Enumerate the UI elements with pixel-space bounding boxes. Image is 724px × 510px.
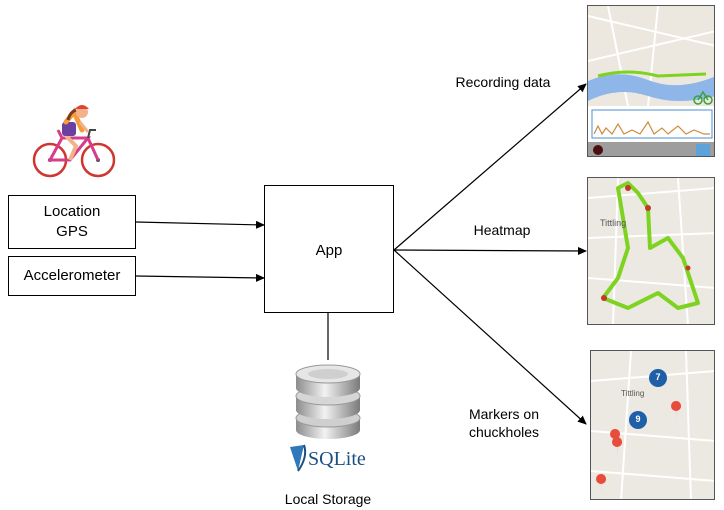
arrow-accelerometer-to-app	[135, 273, 265, 282]
cluster-count-mid: 9	[635, 414, 641, 424]
markers-map	[591, 351, 714, 499]
markers-label: Markers on chuckholes	[452, 405, 556, 441]
cluster-marker-top	[649, 369, 667, 387]
recording-data-screen	[587, 5, 715, 157]
local-storage-label: Local Storage	[284, 491, 372, 507]
heatmap-town-label: Tittling	[600, 218, 627, 228]
accelerometer-label: Accelerometer	[23, 267, 121, 284]
app-box: App	[264, 185, 394, 313]
sqlite-logo-text: SQLite	[308, 448, 366, 470]
cluster-marker-mid	[629, 411, 647, 429]
heatmap-label: Heatmap	[473, 222, 531, 238]
markers-line1: Markers on	[468, 406, 540, 422]
cyclist-illustration	[32, 105, 116, 178]
sqlite-feather-icon	[290, 444, 307, 472]
cluster-count-top: 7	[655, 372, 661, 382]
gps-label: GPS	[56, 223, 88, 240]
arrow-app-to-markers	[393, 249, 587, 425]
markers-town-label: Tittling	[621, 389, 645, 398]
accelerometer-box: Accelerometer	[8, 256, 136, 296]
markers-line2: chuckholes	[468, 424, 540, 440]
markers-screen: 7 9 Tittling	[590, 350, 715, 500]
location-gps-box: Location GPS	[8, 195, 136, 249]
database-icon	[295, 364, 361, 439]
map-pin-icon	[596, 401, 682, 496]
sqlite-logo: SQLite	[288, 443, 368, 473]
app-label: App	[315, 242, 343, 259]
arrow-app-to-heatmap	[393, 246, 587, 255]
heatmap-screen: Tittling	[587, 177, 715, 325]
recording-map	[588, 6, 714, 156]
record-button-icon	[593, 145, 603, 155]
recording-data-label: Recording data	[455, 74, 551, 90]
arrow-location-to-app	[135, 220, 265, 229]
arrow-app-to-recording	[393, 83, 587, 251]
heatmap-map	[588, 178, 714, 324]
bike-icon	[693, 90, 713, 105]
location-label: Location	[43, 203, 101, 220]
